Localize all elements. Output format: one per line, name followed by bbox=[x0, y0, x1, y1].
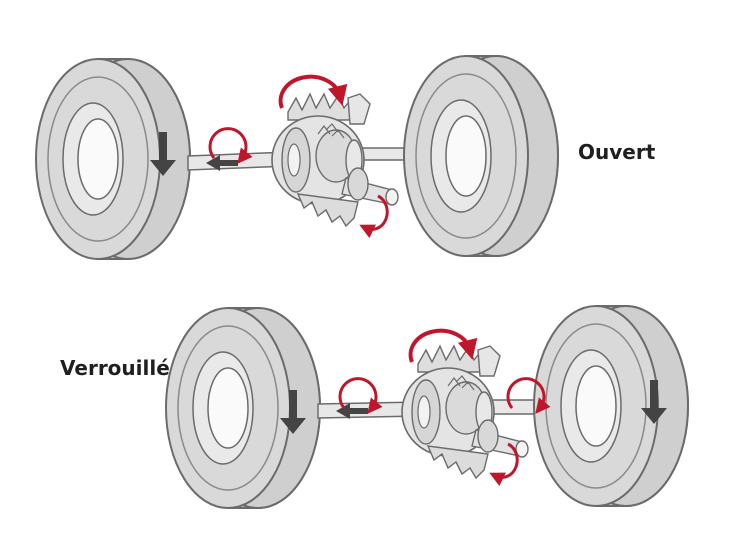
down-arrow-icon bbox=[150, 132, 176, 176]
left-arrow-icon bbox=[206, 155, 238, 171]
open-differential-assembly bbox=[35, 55, 559, 260]
right-wheel bbox=[403, 55, 559, 257]
down-arrow-icon bbox=[641, 380, 667, 424]
right-wheel bbox=[533, 305, 689, 507]
locked-differential-assembly bbox=[165, 305, 689, 509]
rotation-arrow-icon bbox=[278, 74, 348, 109]
rotation-arrow-icon bbox=[408, 328, 478, 363]
locked-label: Verrouillé bbox=[60, 356, 170, 380]
rotation-arrow-icon bbox=[359, 194, 389, 239]
rotation-arrow-icon bbox=[489, 442, 519, 487]
open-label: Ouvert bbox=[578, 140, 656, 164]
down-arrow-icon bbox=[280, 390, 306, 434]
